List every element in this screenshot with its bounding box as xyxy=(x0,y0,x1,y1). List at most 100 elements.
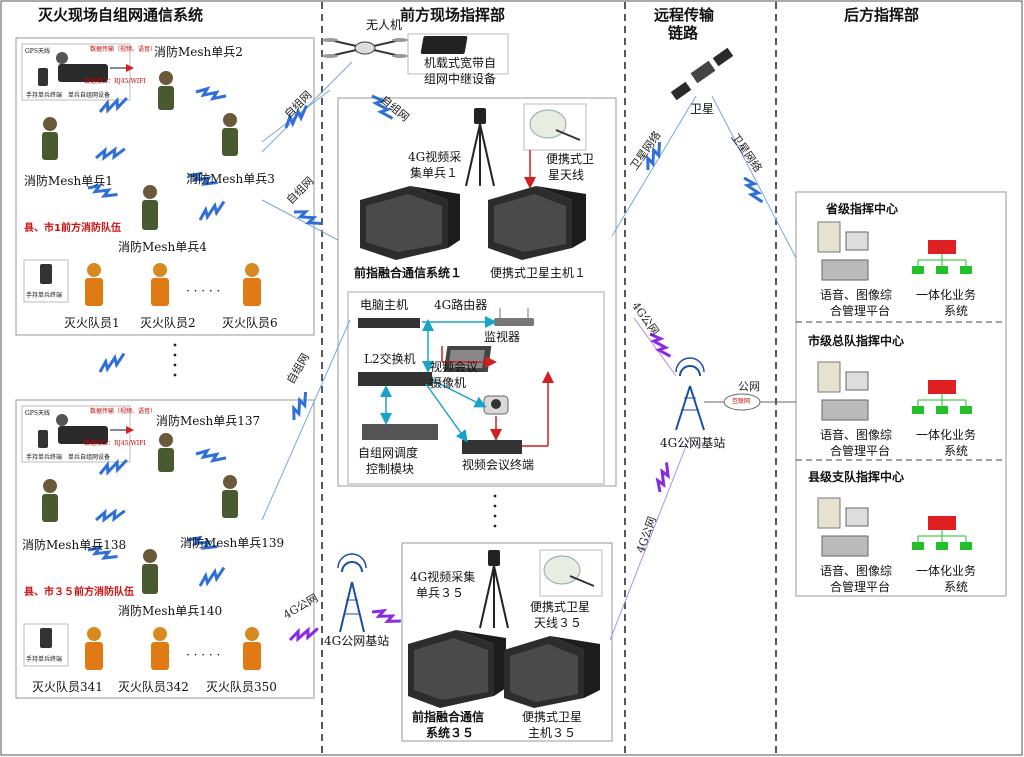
soldier-label-139: 消防Mesh单兵139 xyxy=(180,536,285,550)
sat-host-case-35 xyxy=(504,636,600,708)
sat-antenna-35-label-2: 天线３５ xyxy=(534,616,583,630)
center-county-biz-1: 一体化业务 xyxy=(916,564,977,578)
soldier-label-138: 消防Mesh单兵138 xyxy=(22,538,127,552)
satellite-label: 卫星 xyxy=(690,102,715,116)
handset-label-bottom: 手持单兵终端 xyxy=(26,454,63,461)
l2switch-label: L2交换机 xyxy=(364,352,416,366)
firefighter-icons-bottom xyxy=(23,623,261,670)
section-title-remote-2: 链路 xyxy=(668,24,699,42)
center-county-biz-2: 系统 xyxy=(944,580,969,594)
uav-label: 无人机 xyxy=(366,18,403,32)
gps-label-top: GPS天线 xyxy=(25,48,50,55)
mesh-ctrl-label-2: 控制模块 xyxy=(366,462,415,476)
center-county-platform-1: 语音、图像综 xyxy=(820,564,893,578)
center-province-biz-2: 系统 xyxy=(944,304,969,318)
soldier-label-4: 消防Mesh单兵4 xyxy=(118,240,207,254)
firefighter-icons-top xyxy=(23,259,261,306)
link-label-public-net: 公网 xyxy=(738,380,760,393)
base-station-left-icon xyxy=(337,553,367,633)
mesh-ctrl-label-1: 自组网调度 xyxy=(358,446,419,460)
sat-links xyxy=(611,95,797,259)
relay-label-1: 机载式宽带自 xyxy=(424,56,497,70)
center-title-county: 县级支队指挥中心 xyxy=(808,470,905,484)
firefighter-dots-bottom: · · · · · xyxy=(186,648,221,662)
router-label: 4G路由器 xyxy=(434,298,488,312)
relay-label-2: 组网中继设备 xyxy=(424,72,497,86)
mesh-device-label-top: 单兵自组网设备 xyxy=(68,92,111,99)
mesh-links-left-front xyxy=(261,61,404,644)
section-title-remote-1: 远程传输 xyxy=(654,6,715,24)
fusion-1-label: 前指融合通信系统１ xyxy=(354,266,463,280)
handset2-label-top: 手持单兵终端 xyxy=(26,292,63,299)
monitor-label: 监视器 xyxy=(484,330,521,344)
center-city-biz-2: 系统 xyxy=(944,444,969,458)
soldier-label-140: 消防Mesh单兵140 xyxy=(118,604,223,618)
sat-antenna-35 xyxy=(539,549,603,597)
sat-host-case-1 xyxy=(488,186,586,260)
mesh-device-top xyxy=(21,43,134,101)
internet-cloud xyxy=(704,393,796,411)
video-unit-35-label-2: 单兵３５ xyxy=(416,586,465,600)
center-province-platform-2: 合管理平台 xyxy=(830,304,891,318)
rear-center-icons xyxy=(817,221,972,557)
soldier-label-1: 消防Mesh单兵1 xyxy=(24,174,113,188)
data-note-1-top: 数据传输（视频、语音） xyxy=(90,46,157,53)
vc-terminal-label: 视频会议终端 xyxy=(462,458,535,472)
center-city-biz-1: 一体化业务 xyxy=(916,428,977,442)
team-label-bottom: 县、市３５前方消防队伍 xyxy=(24,587,134,598)
sat-host-1-label: 便携式卫星主机１ xyxy=(490,266,587,280)
ellipsis-dots-vertical xyxy=(173,343,497,528)
video-unit-1-label-2: 集单兵１ xyxy=(410,166,459,180)
team-label-top: 县、市1前方消防队伍 xyxy=(24,223,121,234)
uav-icon xyxy=(322,38,408,58)
firefighter-dots-top: · · · · · xyxy=(186,284,221,298)
fusion-case-1 xyxy=(360,186,460,260)
soldier-label-3: 消防Mesh单兵3 xyxy=(186,172,275,186)
data-note-2-bottom: 数据接口：RJ45/WIFI xyxy=(84,440,146,447)
airborne-relay-device xyxy=(407,33,509,75)
satellite-icon xyxy=(670,47,734,101)
soldier-icons-bottom xyxy=(42,433,238,594)
center-title-city: 市级总队指挥中心 xyxy=(808,334,905,348)
section-title-rear: 后方指挥部 xyxy=(844,6,920,24)
sat-antenna-1-label-2: 星天线 xyxy=(548,168,585,182)
base-station-left-label: 4G公网基站 xyxy=(324,634,390,648)
video-unit-35-label-1: 4G视频采集 xyxy=(410,570,476,584)
sat-host-35-label-2: 主机３５ xyxy=(528,726,577,740)
firefighter-label-350: 灭火队员350 xyxy=(206,680,277,694)
soldier-icons-top xyxy=(42,71,238,230)
firefighter-label-341: 灭火队员341 xyxy=(32,680,103,694)
firefighter-label-342: 灭火队员342 xyxy=(118,680,189,694)
center-city-platform-2: 合管理平台 xyxy=(830,444,891,458)
soldier-label-2: 消防Mesh单兵2 xyxy=(154,45,243,59)
fusion-35-label-2: 系统３５ xyxy=(426,726,475,740)
data-note-1-bottom: 数据传输（视频、语音） xyxy=(90,408,157,415)
video-unit-35 xyxy=(479,550,509,629)
internet-cloud-label: 互联网 xyxy=(732,398,751,405)
vc-camera-label-1: 视频会议 xyxy=(430,360,479,374)
section-title-left: 灭火现场自组网通信系统 xyxy=(38,6,204,24)
vc-camera-label-2: 摄像机 xyxy=(430,376,467,390)
sat-antenna-1-label-1: 便携式卫 xyxy=(546,152,595,166)
front-inner-equipment xyxy=(358,308,554,454)
gps-label-bottom: GPS天线 xyxy=(25,410,50,417)
base-station-mid-icon xyxy=(675,357,705,431)
center-province-biz-1: 一体化业务 xyxy=(916,288,977,302)
fusion-35-label-1: 前指融合通信 xyxy=(412,710,485,724)
center-title-province: 省级指挥中心 xyxy=(826,202,899,216)
mesh-device-label-bottom: 单兵自组网设备 xyxy=(68,454,111,461)
g4-links-remote xyxy=(609,317,691,641)
sat-host-35-label-1: 便携式卫星 xyxy=(522,710,583,724)
sat-antenna-35-label-1: 便携式卫星 xyxy=(530,600,591,614)
center-city-platform-1: 语音、图像综 xyxy=(820,428,893,442)
video-unit-1-label-1: 4G视频采 xyxy=(408,150,462,164)
sat-antenna-1 xyxy=(523,103,587,189)
firefighter-label-2: 灭火队员2 xyxy=(140,316,196,330)
firefighter-label-1: 灭火队员1 xyxy=(64,316,120,330)
pc-host-label: 电脑主机 xyxy=(360,298,409,312)
video-unit-1 xyxy=(465,108,495,187)
handset-label-top: 手持单兵终端 xyxy=(26,92,63,99)
base-station-mid-label: 4G公网基站 xyxy=(660,436,726,450)
mesh-device-bottom xyxy=(21,405,134,463)
